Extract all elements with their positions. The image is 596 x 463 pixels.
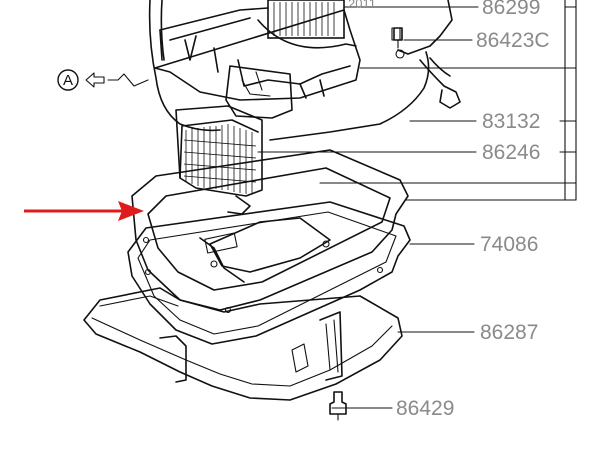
callout-letter: A [63, 72, 73, 89]
red-arrow-icon [24, 201, 144, 221]
part-labels: 86299 86423C 83132 86246 74086 86287 864… [348, 0, 550, 420]
evaporator-core [175, 105, 263, 215]
label-86429: 86429 [396, 397, 454, 420]
label-74086: 74086 [480, 233, 538, 256]
label-83132: 83132 [482, 110, 540, 133]
blower-motor [257, 0, 357, 49]
bolt [393, 27, 403, 49]
label-partial-2011: 2011 [348, 0, 376, 11]
drain-pan [83, 287, 403, 401]
label-86299: 86299 [482, 0, 540, 19]
callout-a: A [57, 69, 149, 91]
label-86423c: 86423C [476, 29, 550, 52]
screw [329, 391, 347, 421]
callout-arrow-icon [85, 72, 105, 88]
label-86246: 86246 [482, 141, 540, 164]
gasket [127, 201, 411, 345]
leader-lines [257, 0, 577, 409]
label-86287: 86287 [480, 321, 538, 344]
upper-case [131, 149, 409, 314]
callout-circle [57, 69, 79, 91]
blower-housing [148, 0, 361, 132]
